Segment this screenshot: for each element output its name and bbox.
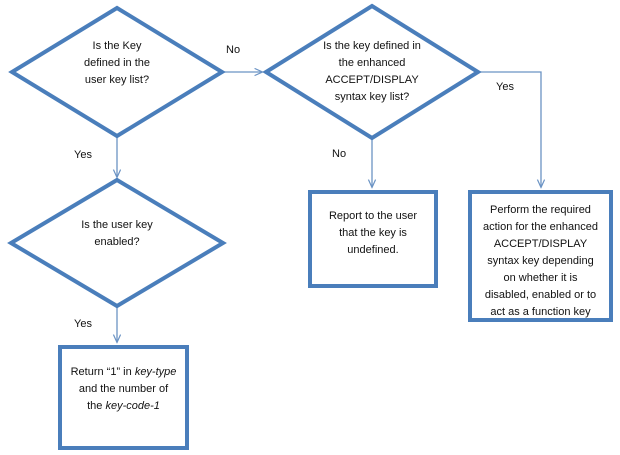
edge-label-d2-yes: Yes bbox=[496, 81, 514, 93]
edge-label-d1-yes: Yes bbox=[74, 149, 92, 161]
process-report-undefined[interactable]: Report to the user that the key is undef… bbox=[308, 190, 438, 288]
process-return-key-type-text: Return “1” in key-type and the number of… bbox=[70, 366, 177, 412]
edge-label-d1-no: No bbox=[226, 44, 241, 56]
process-perform-enhanced-action-text: Perform the required action for the enha… bbox=[483, 204, 598, 318]
connector-d2-to-b2 bbox=[479, 71, 541, 187]
decision-key-in-enhanced-syntax-list-shape[interactable] bbox=[262, 3, 482, 141]
decision-user-key-enabled-shape[interactable] bbox=[7, 177, 227, 309]
decision-key-in-user-key-list-shape[interactable] bbox=[8, 5, 226, 139]
process-report-undefined-text: Report to the user that the key is undef… bbox=[328, 210, 418, 256]
edge-label-d2-no: No bbox=[332, 148, 347, 160]
process-return-key-type[interactable]: Return “1” in key-type and the number of… bbox=[58, 345, 189, 450]
process-perform-enhanced-action[interactable]: Perform the required action for the enha… bbox=[468, 190, 613, 322]
edge-label-d3-yes: Yes bbox=[74, 318, 92, 330]
